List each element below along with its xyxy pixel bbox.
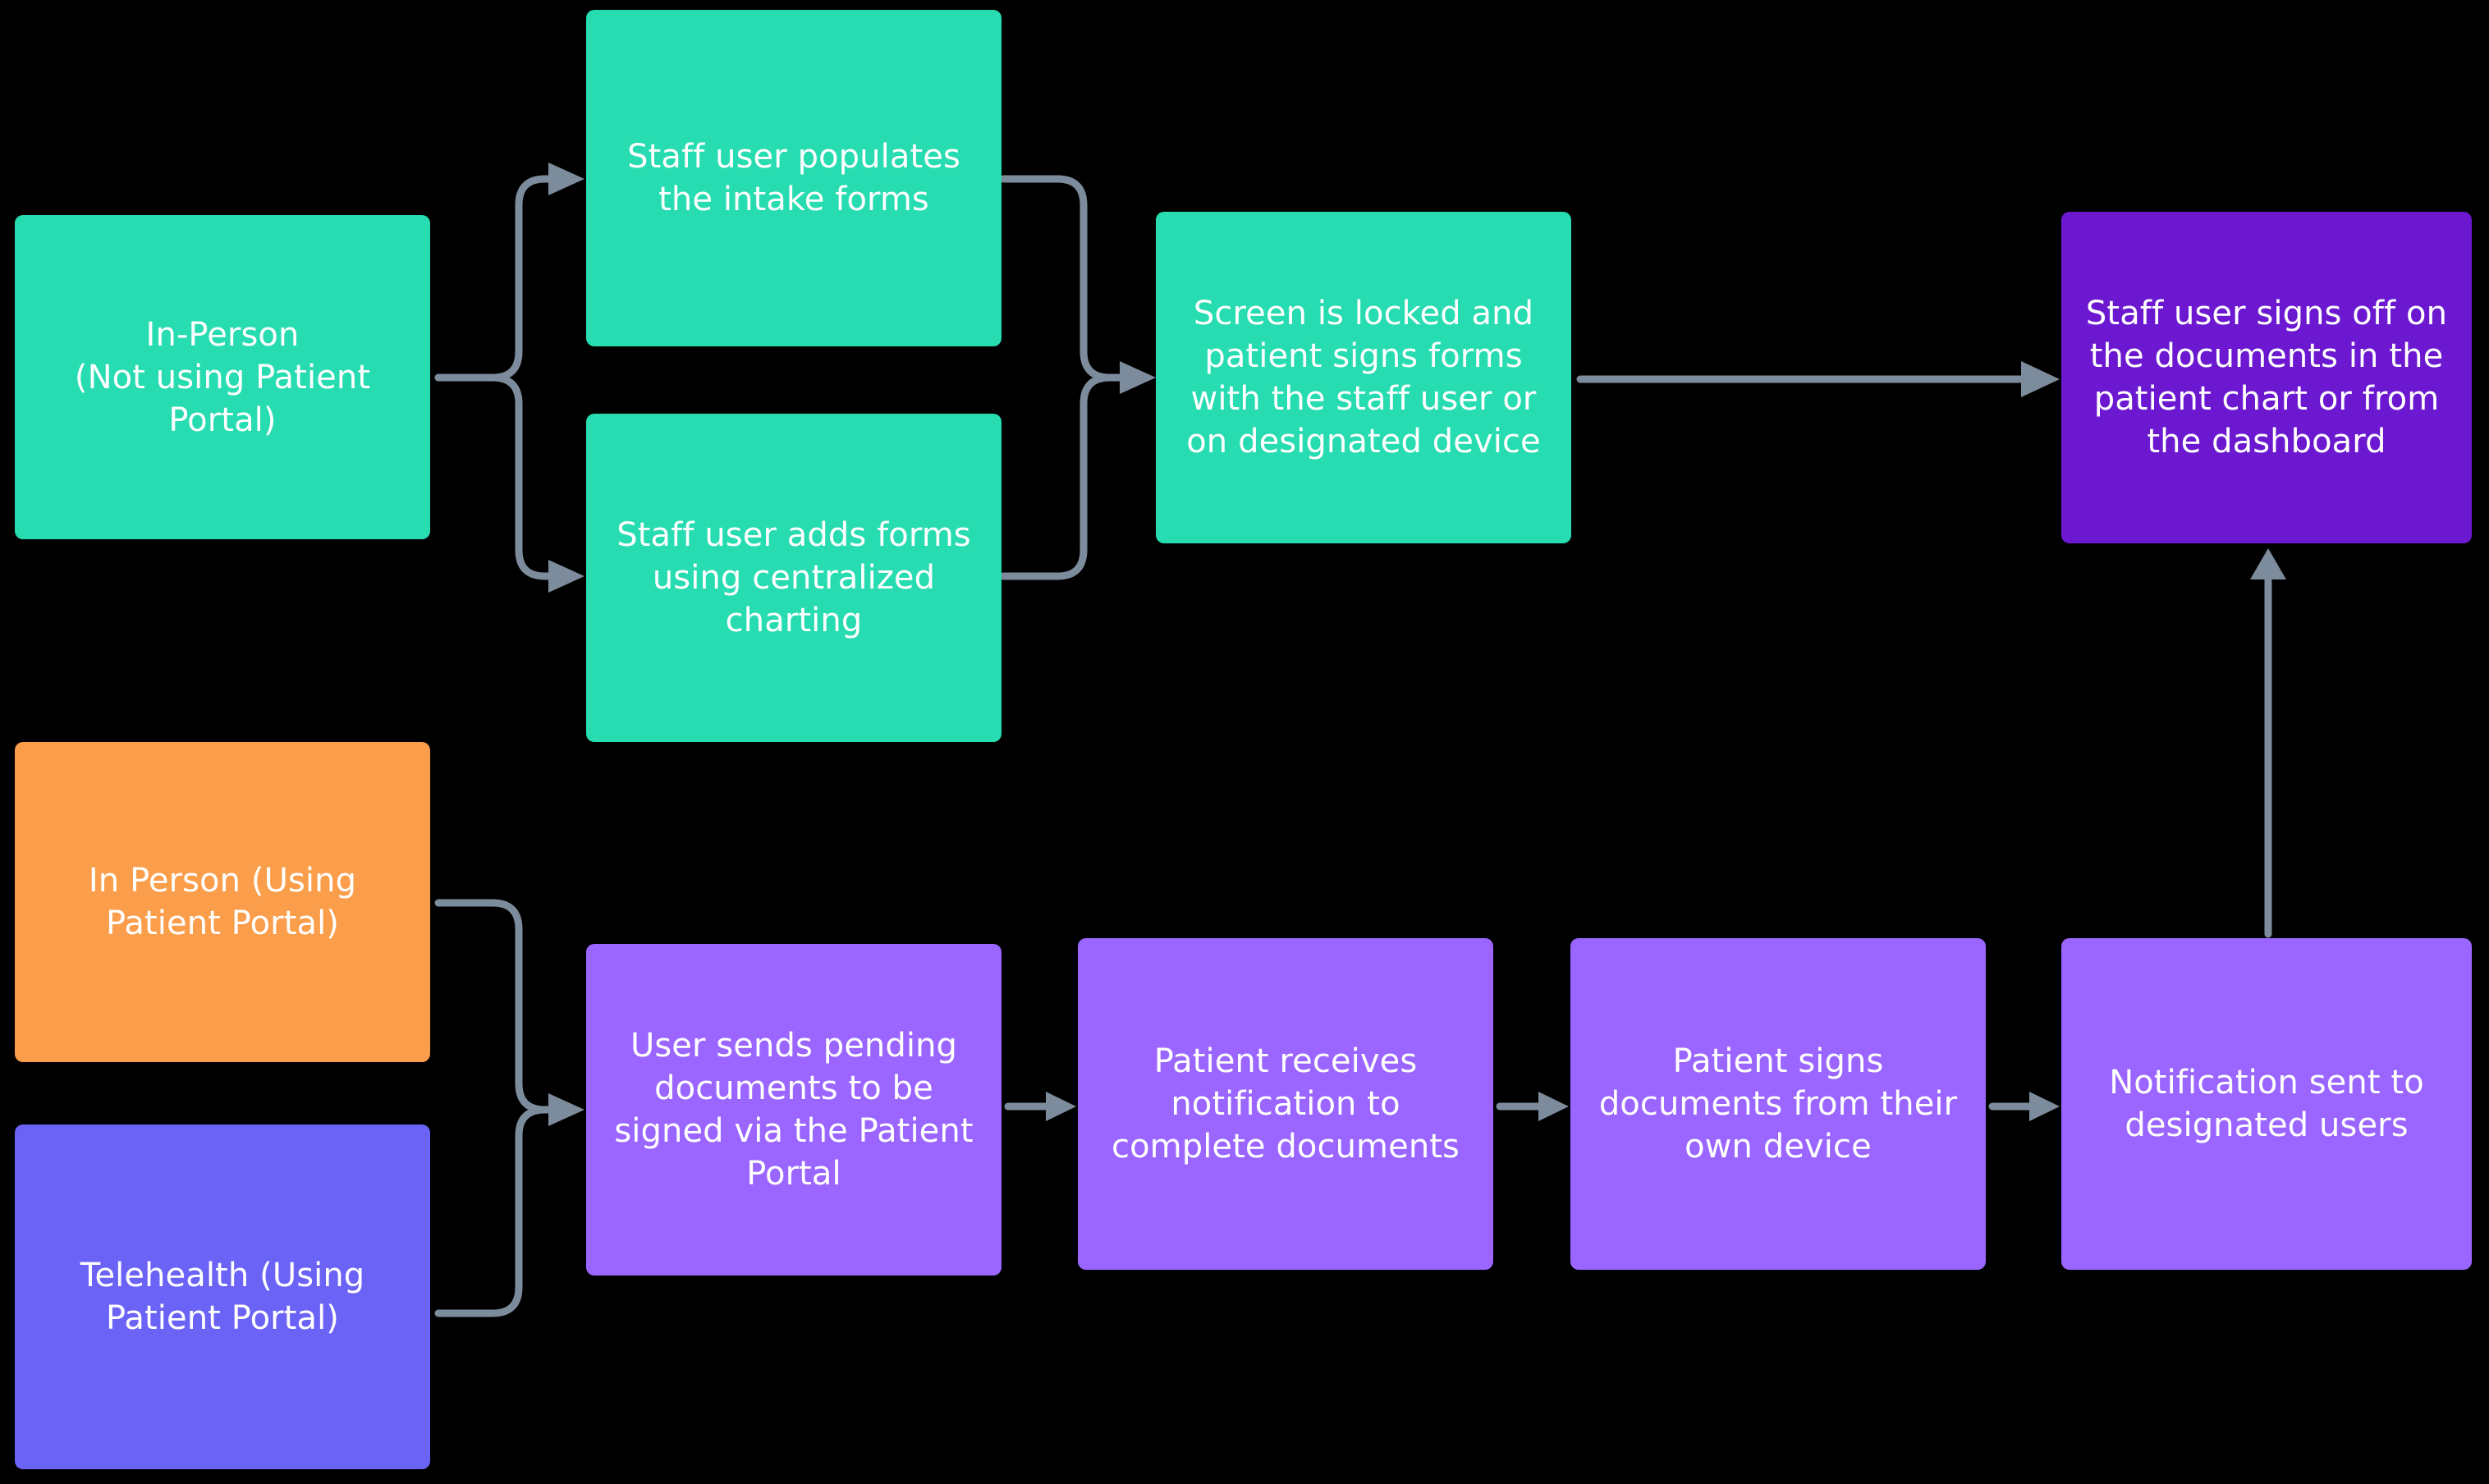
- node-label: Patient receives notification to complet…: [1111, 1042, 1460, 1166]
- node-label: In Person (Using Patient Portal): [88, 862, 357, 942]
- node-screen-locked-patient-signs[interactable]: Screen is locked and patient signs forms…: [1156, 212, 1571, 543]
- connector-screen-locked-to-signs-off: [1576, 361, 2060, 397]
- connector-notification-sent-to-signs-off: [2250, 548, 2286, 938]
- connector-merge-charting-to-screen-locked: [999, 361, 1156, 580]
- node-staff-signs-off-documents[interactable]: Staff user signs off on the documents in…: [2061, 212, 2472, 543]
- node-staff-populates-intake-forms[interactable]: Staff user populates the intake forms: [586, 10, 1002, 346]
- node-patient-receives-notification[interactable]: Patient receives notification to complet…: [1078, 938, 1493, 1270]
- node-label: Notification sent to designated users: [2109, 1064, 2424, 1144]
- node-label: In-Person (Not using Patient Portal): [74, 315, 371, 439]
- node-notification-sent-designated-users[interactable]: Notification sent to designated users: [2061, 938, 2472, 1270]
- node-label: User sends pending documents to be signe…: [614, 1027, 974, 1193]
- node-label: Staff user signs off on the documents in…: [2085, 295, 2448, 460]
- node-label: Patient signs documents from their own d…: [1598, 1042, 1958, 1166]
- connector-user-sends-to-patient-receives: [1004, 1092, 1076, 1121]
- connector-patient-receives-to-patient-signs: [1496, 1092, 1569, 1121]
- connector-merge-telehealth-to-user-sends: [434, 1093, 584, 1317]
- node-in-person-using-portal[interactable]: In Person (Using Patient Portal): [15, 742, 430, 1062]
- node-label: Telehealth (Using Patient Portal): [80, 1257, 365, 1337]
- connector-merge-intake-to-screen-locked: [999, 175, 1127, 382]
- node-label: Staff user populates the intake forms: [627, 138, 960, 218]
- connector-split-in-person-to-charting: [434, 373, 584, 593]
- connector-patient-signs-to-notification-sent: [1988, 1092, 2060, 1121]
- connector-merge-in-person-portal-to-user-sends: [434, 899, 556, 1114]
- node-user-sends-pending-documents[interactable]: User sends pending documents to be signe…: [586, 944, 1002, 1276]
- node-label: Staff user adds forms using centralized …: [617, 516, 971, 639]
- node-patient-signs-documents[interactable]: Patient signs documents from their own d…: [1570, 938, 1986, 1270]
- connector-split-in-person-to-intake: [434, 163, 584, 382]
- node-label: Screen is locked and patient signs forms…: [1186, 295, 1541, 460]
- node-in-person-no-portal[interactable]: In-Person (Not using Patient Portal): [15, 215, 430, 539]
- node-telehealth-using-portal[interactable]: Telehealth (Using Patient Portal): [15, 1124, 430, 1469]
- node-staff-adds-forms-centralized-charting[interactable]: Staff user adds forms using centralized …: [586, 414, 1002, 742]
